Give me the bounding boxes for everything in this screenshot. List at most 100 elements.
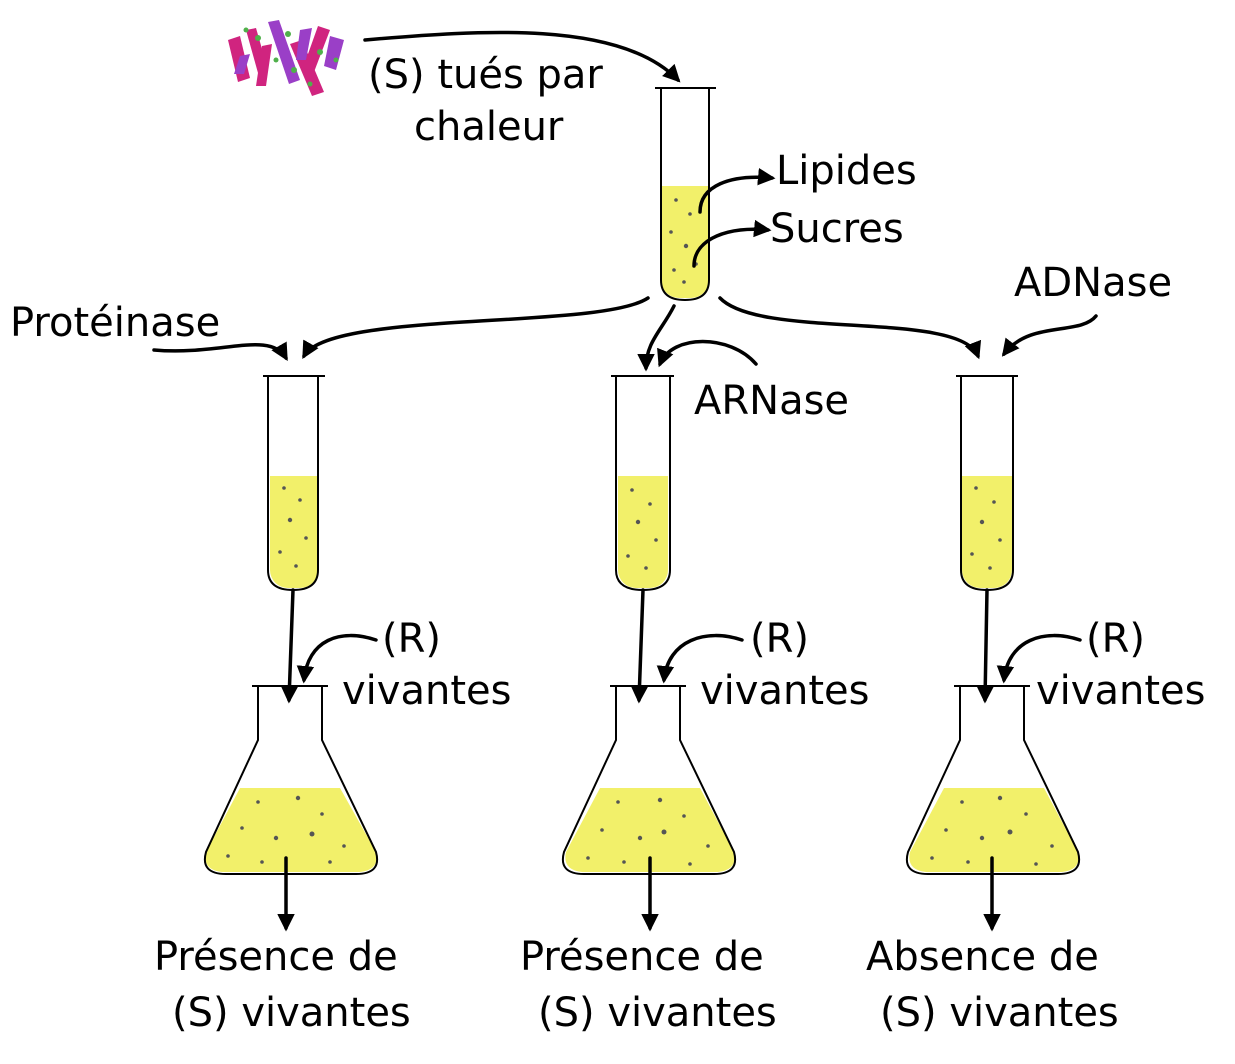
rnase-flask <box>562 685 736 875</box>
particle <box>688 212 692 216</box>
dnase-flask <box>906 685 1080 875</box>
particle <box>616 800 620 804</box>
dnase-tube-to-flask-arrow <box>976 588 995 704</box>
r-living-arrow-3 <box>996 633 1082 684</box>
particle <box>295 795 301 801</box>
proteinase-tube-to-flask-arrow <box>280 588 299 704</box>
particle <box>328 860 332 864</box>
test-tube-particles <box>970 486 1002 570</box>
particle <box>630 488 634 492</box>
bacteria-fragment <box>255 35 261 41</box>
particle <box>683 243 689 249</box>
bacteria-fragment <box>307 81 313 87</box>
r-living-label-line1: (R) <box>1086 616 1145 662</box>
heat-killed-label-line1: (S) tués par <box>368 52 603 98</box>
heat-killed-to-tube-arrow <box>363 30 681 83</box>
bacteria-fragment <box>333 57 339 63</box>
bacteria-fragment <box>234 54 250 74</box>
lipids-label: Lipides <box>776 148 917 194</box>
bacteria-fragment <box>317 49 323 55</box>
test-tube-liquid <box>270 476 318 500</box>
particle <box>669 230 673 234</box>
particle <box>992 500 996 504</box>
heat-killed-bacteria-icon <box>228 20 344 96</box>
test-tube-liquid <box>962 476 1012 588</box>
particle <box>960 800 964 804</box>
particle <box>1050 844 1054 848</box>
test-tube-outline <box>655 87 716 302</box>
rnase-tube-to-flask-arrow <box>630 588 649 704</box>
particle <box>287 517 293 523</box>
bacteria-fragment <box>243 27 249 33</box>
particle <box>944 828 948 832</box>
particle <box>682 280 686 284</box>
sugars-label: Sucres <box>770 206 904 252</box>
particle <box>997 795 1003 801</box>
r-living-label-line2: vivantes <box>1036 668 1205 714</box>
particle <box>273 835 279 841</box>
particle <box>988 566 992 570</box>
r-living-arrow-1 <box>296 633 378 684</box>
result-label-line1: Présence de <box>520 934 764 980</box>
result-label-line1: Absence de <box>866 934 1099 980</box>
flask-particles <box>586 797 710 866</box>
test-tube-liquid <box>962 476 1012 500</box>
particle <box>626 554 630 558</box>
particle <box>644 566 648 570</box>
particle <box>278 550 282 554</box>
particle <box>672 268 676 272</box>
particle <box>256 800 260 804</box>
flask-particles <box>930 795 1054 866</box>
test-tube-liquid <box>618 476 668 588</box>
r-living-arrow-2 <box>656 633 744 684</box>
result-label-line2: (S) vivantes <box>880 990 1119 1036</box>
rnase-arrow <box>657 339 758 368</box>
lipids-arrow <box>698 167 776 214</box>
proteinase-flask <box>204 685 378 875</box>
particle <box>304 536 308 540</box>
particle <box>282 486 286 490</box>
bacteria-fragment <box>285 31 291 37</box>
particle <box>1007 829 1013 835</box>
dnase-label: ADNase <box>1014 260 1172 306</box>
particle <box>966 860 970 864</box>
particle <box>979 835 985 841</box>
particle <box>979 519 985 525</box>
r-living-label-line1: (R) <box>382 616 441 662</box>
proteinase-test-tube <box>263 375 325 592</box>
particle <box>260 860 264 864</box>
particle <box>998 538 1002 542</box>
particle <box>706 844 710 848</box>
bacteria-fragment <box>303 26 330 72</box>
heat-killed-label-line2: chaleur <box>414 104 564 150</box>
particle <box>930 856 934 860</box>
tube-to-rnase-arrow <box>637 304 676 372</box>
particle <box>648 502 652 506</box>
particle <box>320 812 324 816</box>
particle <box>309 831 315 837</box>
rnase-label: ARNase <box>694 378 849 424</box>
bacteria-fragment <box>273 57 279 63</box>
result-label-line2: (S) vivantes <box>172 990 411 1036</box>
proteinase-label: Protéinase <box>10 300 220 346</box>
particle <box>342 844 346 848</box>
tube-to-dnase-arrow <box>718 296 981 360</box>
tube-to-proteinase-arrow <box>302 296 650 360</box>
bacteria-fragment <box>291 67 297 73</box>
flask-liquid <box>565 788 735 872</box>
bacteria-fragment <box>324 36 344 70</box>
proteinase-arrow <box>152 341 288 362</box>
r-living-label-line2: vivantes <box>700 668 869 714</box>
dnase-arrow <box>1001 314 1098 357</box>
particle <box>586 856 590 860</box>
rnase-test-tube <box>611 375 674 592</box>
test-tube-particles <box>278 486 308 568</box>
test-tube-liquid <box>618 476 668 500</box>
bacteria-fragment <box>296 28 312 60</box>
bacteria-fragment <box>256 44 272 86</box>
particle <box>654 538 658 542</box>
particle <box>657 797 663 803</box>
result-label-line2: (S) vivantes <box>538 990 777 1036</box>
particle <box>1024 812 1028 816</box>
